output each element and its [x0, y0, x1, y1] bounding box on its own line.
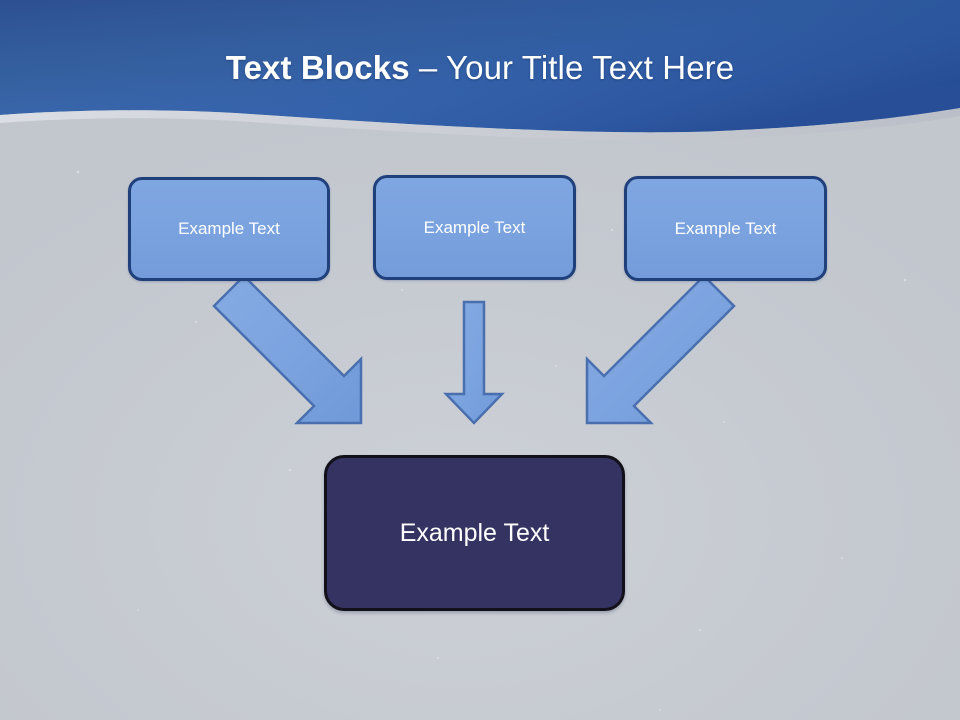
text-block-2-label: Example Text: [423, 217, 526, 237]
result-text-block[interactable]: Example Text: [324, 455, 625, 611]
text-block-1-label: Example Text: [178, 219, 280, 238]
text-block-1[interactable]: Example Text: [128, 177, 330, 281]
header-band: [0, 0, 960, 145]
arrow-diagonal-down-left[interactable]: [585, 274, 736, 425]
text-block-2[interactable]: Example Text: [373, 175, 576, 280]
result-text-block-label: Example Text: [399, 518, 550, 547]
text-block-3[interactable]: Example Text: [624, 176, 827, 281]
arrow-diagonal-down-right[interactable]: [212, 274, 363, 425]
title-light-part: – Your Title Text Here: [409, 49, 735, 86]
arrow-down[interactable]: [443, 300, 505, 425]
title-bold-part: Text Blocks: [225, 49, 410, 86]
slide-title: Text Blocks – Your Title Text Here: [0, 48, 960, 88]
text-block-3-label: Example Text: [674, 218, 777, 238]
